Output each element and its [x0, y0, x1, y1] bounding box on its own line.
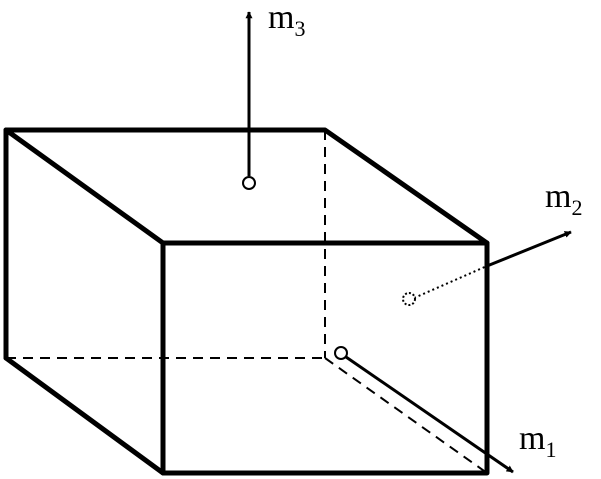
vector-m1 — [334, 346, 514, 474]
marker-m3-circle-icon — [242, 176, 256, 190]
arrow-m2-hidden-shaft — [413, 265, 488, 299]
front-face — [160, 240, 490, 476]
marker-m1-circle-icon — [334, 346, 348, 360]
vector-m3 — [242, 11, 256, 190]
vector-m2 — [402, 230, 572, 306]
arrow-m1-shaft — [345, 355, 514, 474]
left-bottom-diagonal — [3, 355, 166, 476]
cuboid-outline — [3, 127, 490, 476]
arrow-m2-shaft — [486, 230, 572, 268]
label-m1: m1 — [519, 420, 556, 462]
hidden-edge-back-right-bottom — [324, 357, 488, 474]
label-m3: m3 — [268, 0, 305, 41]
label-m2: m2 — [545, 178, 582, 220]
marker-m2-circle-icon — [402, 292, 416, 306]
